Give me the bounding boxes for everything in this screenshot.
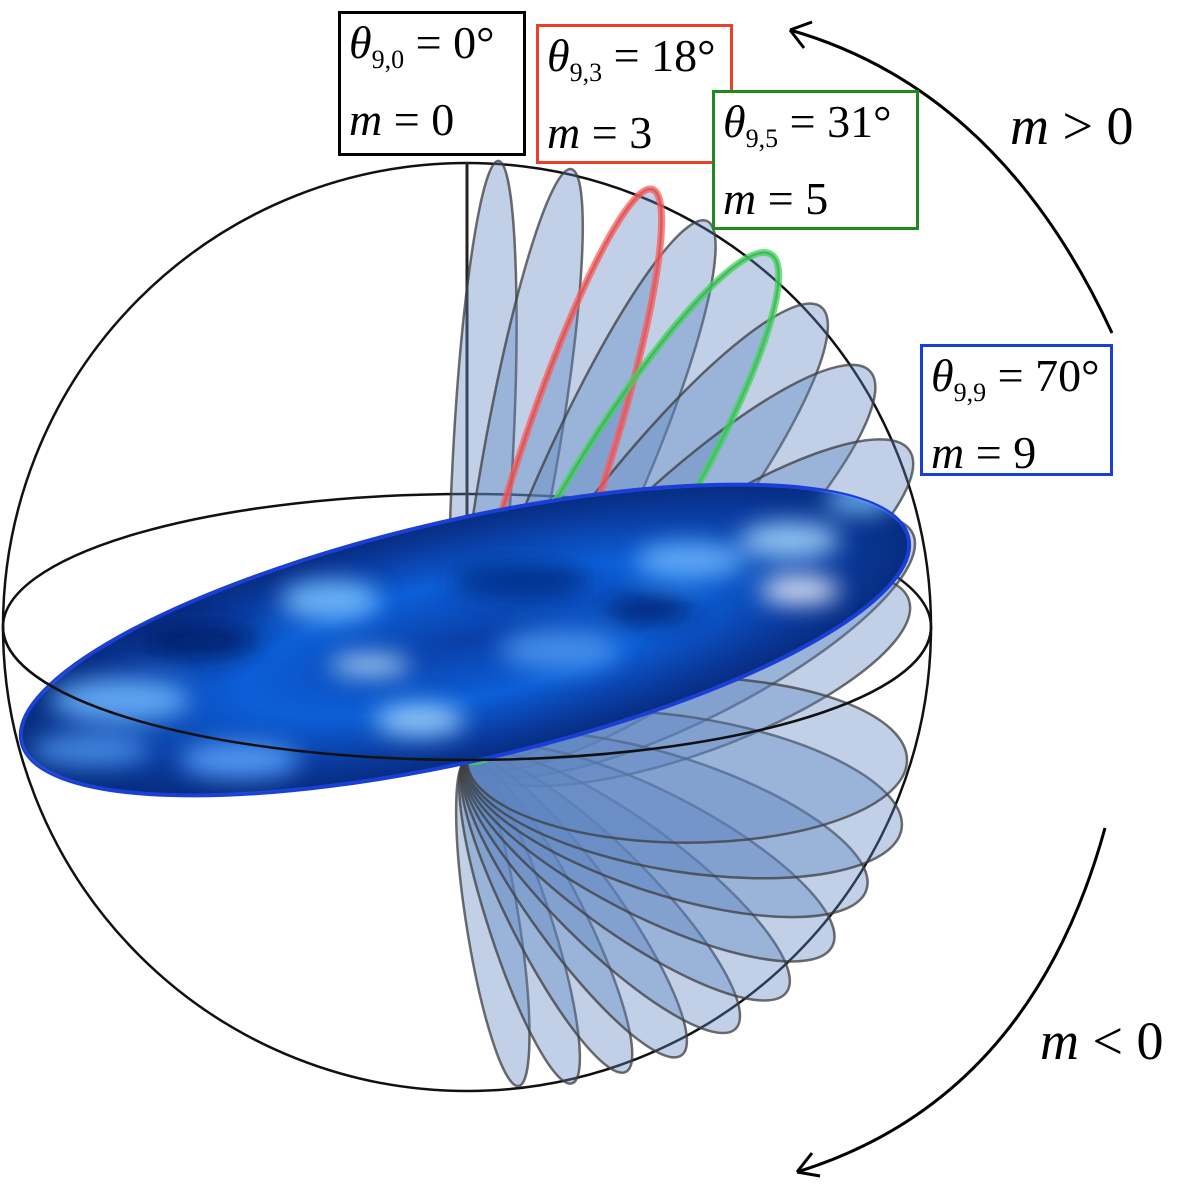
label-m9: θ9,9 = 70° m = 9 xyxy=(920,344,1113,476)
label-m5: θ9,5 = 31° m = 5 xyxy=(712,90,919,230)
tilted-disk xyxy=(18,482,912,798)
arrow-positive xyxy=(788,20,1114,334)
arrow-negative xyxy=(795,827,1107,1178)
equator-front-arc xyxy=(1,626,933,762)
label-m0: θ9,0 = 0° m = 0 xyxy=(338,11,526,156)
label-m-positive: m > 0 xyxy=(1010,96,1134,156)
label-m-negative: m < 0 xyxy=(1040,1011,1164,1071)
label-m3: θ9,3 = 18° m = 3 xyxy=(536,24,733,164)
